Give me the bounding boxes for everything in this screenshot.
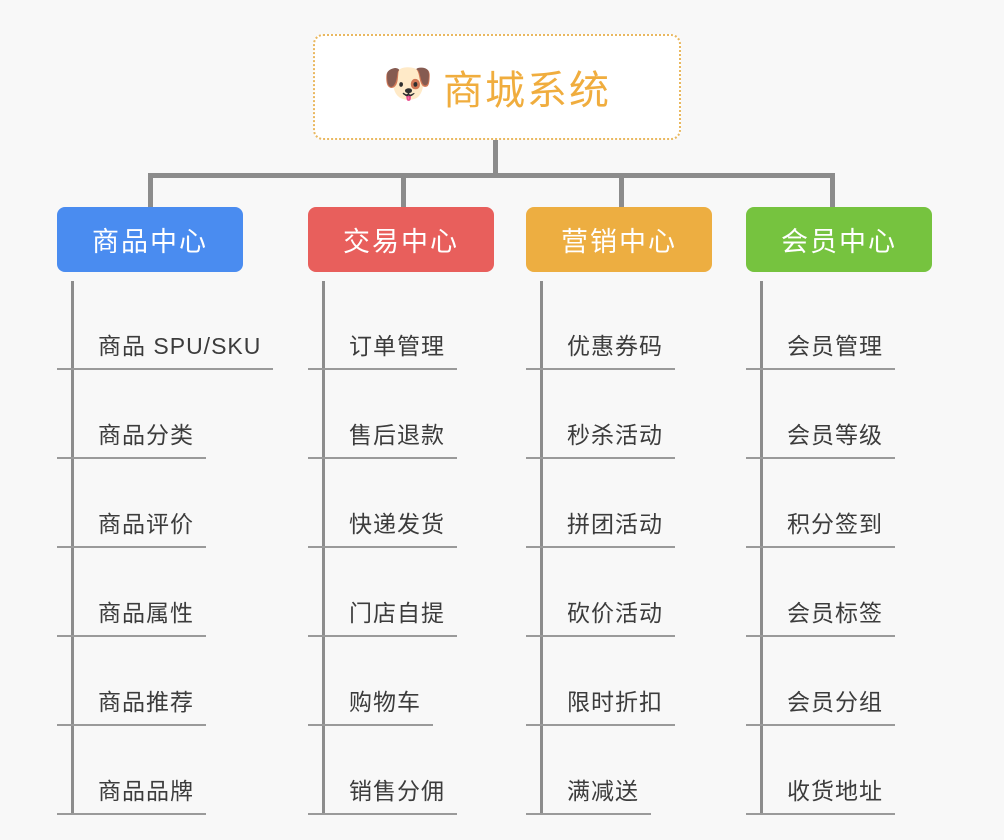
category-header-label: 交易中心 [343, 227, 459, 257]
list-item[interactable]: 商品 SPU/SKU [57, 281, 287, 370]
leaf-label: 销售分佣 [308, 772, 457, 815]
list-item[interactable]: 砍价活动 [526, 548, 741, 637]
leaf-list-product-center: 商品 SPU/SKU 商品分类 商品评价 商品属性 商品推荐 商品品牌 [57, 281, 287, 815]
category-header-label: 商品中心 [92, 227, 208, 257]
leaf-label: 商品 SPU/SKU [57, 327, 274, 370]
connector-drop-trade-center [401, 173, 406, 209]
leaf-label: 积分签到 [746, 505, 895, 548]
list-item[interactable]: 会员标签 [746, 548, 961, 637]
list-item[interactable]: 商品分类 [57, 370, 287, 459]
leaf-label: 商品属性 [57, 594, 206, 637]
branch-member-center: 会员中心 会员管理 会员等级 积分签到 会员标签 会员分组 收货地址 [746, 207, 961, 815]
category-header-label: 会员中心 [781, 227, 897, 257]
category-header-member-center[interactable]: 会员中心 [746, 207, 932, 272]
list-item[interactable]: 订单管理 [308, 281, 523, 370]
list-item[interactable]: 收货地址 [746, 726, 961, 815]
category-header-trade-center[interactable]: 交易中心 [308, 207, 494, 272]
leaf-label: 门店自提 [308, 594, 457, 637]
list-item[interactable]: 售后退款 [308, 370, 523, 459]
connector-bus [148, 173, 835, 178]
leaf-label: 商品分类 [57, 416, 206, 459]
leaf-label: 限时折扣 [526, 683, 675, 726]
connector-stem [493, 140, 498, 177]
list-item[interactable]: 商品品牌 [57, 726, 287, 815]
connector-drop-member-center [830, 173, 835, 209]
branch-trade-center: 交易中心 订单管理 售后退款 快递发货 门店自提 购物车 销售分佣 [308, 207, 523, 815]
leaf-spine [760, 281, 763, 815]
leaf-label: 会员分组 [746, 683, 895, 726]
branch-product-center: 商品中心 商品 SPU/SKU 商品分类 商品评价 商品属性 商品推荐 商品品牌 [57, 207, 287, 815]
leaf-label: 砍价活动 [526, 594, 675, 637]
list-item[interactable]: 限时折扣 [526, 637, 741, 726]
leaf-list-member-center: 会员管理 会员等级 积分签到 会员标签 会员分组 收货地址 [746, 281, 961, 815]
root-node[interactable]: 🐶 商城系统 [313, 34, 681, 140]
category-header-product-center[interactable]: 商品中心 [57, 207, 243, 272]
list-item[interactable]: 商品属性 [57, 548, 287, 637]
list-item[interactable]: 商品评价 [57, 459, 287, 548]
list-item[interactable]: 购物车 [308, 637, 523, 726]
list-item[interactable]: 秒杀活动 [526, 370, 741, 459]
list-item[interactable]: 优惠券码 [526, 281, 741, 370]
leaf-list-marketing-center: 优惠券码 秒杀活动 拼团活动 砍价活动 限时折扣 满减送 [526, 281, 741, 815]
leaf-label: 商品品牌 [57, 772, 206, 815]
list-item[interactable]: 商品推荐 [57, 637, 287, 726]
list-item[interactable]: 满减送 [526, 726, 741, 815]
leaf-label: 满减送 [526, 772, 651, 815]
leaf-label: 秒杀活动 [526, 416, 675, 459]
leaf-label: 收货地址 [746, 772, 895, 815]
list-item[interactable]: 会员等级 [746, 370, 961, 459]
leaf-label: 会员管理 [746, 327, 895, 370]
list-item[interactable]: 会员分组 [746, 637, 961, 726]
list-item[interactable]: 门店自提 [308, 548, 523, 637]
leaf-spine [540, 281, 543, 815]
category-header-label: 营销中心 [561, 227, 677, 257]
leaf-label: 商品推荐 [57, 683, 206, 726]
dog-face-icon: 🐶 [383, 62, 433, 106]
connector-drop-marketing-center [619, 173, 624, 209]
leaf-label: 快递发货 [308, 505, 457, 548]
leaf-label: 会员标签 [746, 594, 895, 637]
leaf-list-trade-center: 订单管理 售后退款 快递发货 门店自提 购物车 销售分佣 [308, 281, 523, 815]
leaf-label: 购物车 [308, 683, 433, 726]
list-item[interactable]: 销售分佣 [308, 726, 523, 815]
leaf-label: 拼团活动 [526, 505, 675, 548]
list-item[interactable]: 快递发货 [308, 459, 523, 548]
connector-drop-product-center [148, 173, 153, 209]
category-header-marketing-center[interactable]: 营销中心 [526, 207, 712, 272]
leaf-label: 优惠券码 [526, 327, 675, 370]
leaf-label: 订单管理 [308, 327, 457, 370]
branch-marketing-center: 营销中心 优惠券码 秒杀活动 拼团活动 砍价活动 限时折扣 满减送 [526, 207, 741, 815]
leaf-spine [71, 281, 74, 815]
leaf-label: 售后退款 [308, 416, 457, 459]
list-item[interactable]: 积分签到 [746, 459, 961, 548]
leaf-label: 会员等级 [746, 416, 895, 459]
list-item[interactable]: 会员管理 [746, 281, 961, 370]
list-item[interactable]: 拼团活动 [526, 459, 741, 548]
leaf-spine [322, 281, 325, 815]
root-title: 商城系统 [443, 69, 611, 113]
leaf-label: 商品评价 [57, 505, 206, 548]
